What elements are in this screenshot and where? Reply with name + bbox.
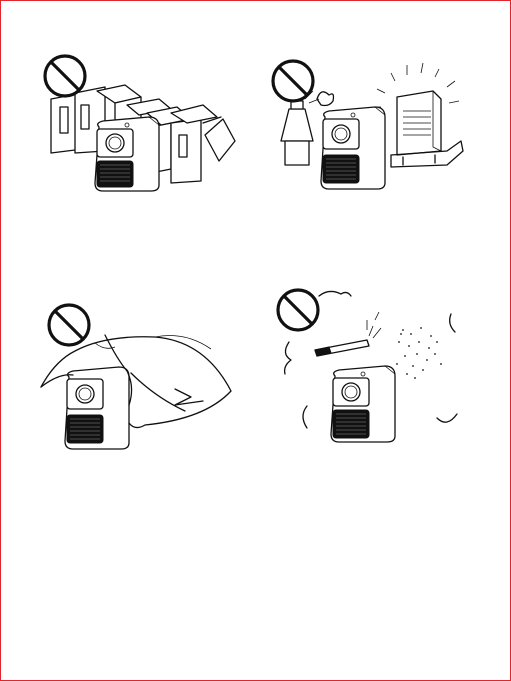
projector-icon [95,117,159,191]
prohibited-icon [278,290,318,330]
warning-panel-cloth-cover [35,301,245,451]
dust-icon [396,327,442,379]
warning-panel-heat-sources [261,59,471,199]
warning-panel-smoke-dust [271,284,471,444]
heater-icon [373,63,463,167]
warning-panel-boxes [31,49,241,199]
prohibited-icon [273,61,313,101]
projector-icon [65,367,129,449]
prohibited-icon [49,305,89,345]
cigarette-icon [315,312,381,356]
projector-icon [331,366,395,442]
prohibited-icon [45,56,85,96]
projector-icon [321,107,385,189]
